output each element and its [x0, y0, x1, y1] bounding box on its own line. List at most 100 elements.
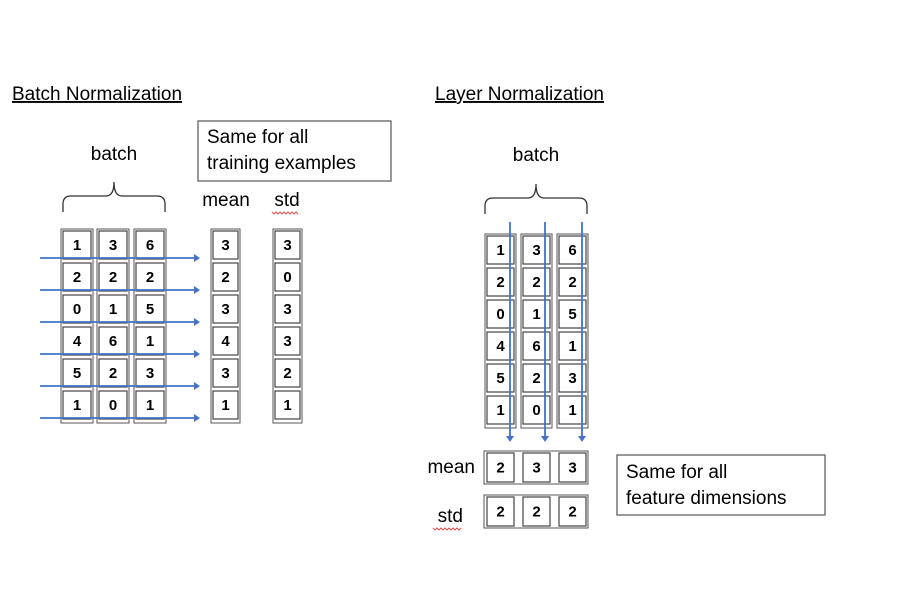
ln-std-cell-value: 2	[496, 504, 504, 521]
ln-std-label: std	[438, 506, 463, 527]
bn-row-arrows	[40, 254, 200, 422]
bn-matrix-cell-box	[98, 358, 128, 388]
ln-matrix-cell-value: 4	[496, 338, 505, 355]
ln-note-box	[616, 454, 826, 516]
bn-mean-cell-box	[212, 262, 239, 292]
bn-std-cell: 0	[274, 262, 301, 292]
bn-mean-cell-value: 3	[221, 301, 229, 318]
bn-std-cell: 2	[274, 358, 301, 388]
bn-batch-label: batch	[91, 144, 137, 165]
bn-matrix-cell: 2	[135, 262, 165, 292]
ln-mean-cell-value: 3	[568, 460, 576, 477]
bn-row-arrow	[40, 318, 200, 326]
ln-column-outline	[556, 233, 589, 429]
bn-matrix-cell-value: 5	[73, 365, 81, 382]
ln-brace	[484, 183, 588, 214]
ln-matrix-cell: 3	[522, 235, 551, 265]
bn-mean-label: mean	[202, 190, 250, 211]
bn-std-cell: 3	[274, 326, 301, 356]
ln-matrix-cell-value: 6	[532, 338, 540, 355]
bn-row-arrow	[40, 254, 200, 262]
ln-matrix-cell: 1	[522, 299, 551, 329]
bn-matrix-cell-value: 1	[73, 237, 81, 254]
ln-std-cell-box	[486, 496, 515, 527]
bn-matrix-cell: 2	[98, 358, 128, 388]
ln-std-outline	[483, 494, 589, 529]
bn-matrix-cell: 1	[135, 390, 165, 420]
bn-matrix-cell-value: 0	[73, 301, 81, 318]
bn-mean-cell: 1	[212, 390, 239, 420]
ln-matrix-cell-value: 1	[568, 338, 576, 355]
bn-matrix-cell-value: 2	[73, 269, 81, 286]
ln-matrix-cell-value: 3	[568, 370, 576, 387]
ln-std-cell-value: 2	[568, 504, 576, 521]
ln-std-cell: 2	[486, 496, 515, 527]
ln-column-arrow	[541, 222, 549, 442]
bn-matrix-cell-box	[135, 390, 165, 420]
ln-batch-label: batch	[513, 145, 559, 166]
layer-norm-title: Layer Normalization	[435, 84, 604, 105]
bn-matrix-cell-value: 1	[146, 333, 154, 350]
bn-row-arrow	[40, 382, 200, 390]
bn-matrix-cell-value: 6	[146, 237, 154, 254]
bn-std-spellcheck-squiggle	[271, 211, 299, 215]
bn-matrix-cell-box	[62, 358, 92, 388]
ln-column-outline	[484, 233, 517, 429]
bn-matrix-cell-box	[98, 294, 128, 324]
ln-note-line-2: feature dimensions	[626, 488, 787, 509]
bn-matrix-cell: 2	[98, 262, 128, 292]
bn-std-cell-box	[274, 294, 301, 324]
bn-column-outline	[60, 228, 94, 424]
bn-std-cell-box	[274, 390, 301, 420]
bn-mean-cell-value: 3	[221, 237, 229, 254]
ln-mean-cell-box	[558, 452, 587, 483]
bn-std-cell-box	[274, 262, 301, 292]
ln-column-arrows	[506, 222, 586, 442]
bn-std-cell-value: 2	[283, 365, 291, 382]
ln-matrix-cell-value: 0	[496, 306, 504, 323]
bn-column-outline	[96, 228, 130, 424]
bn-matrix-cell-box	[135, 262, 165, 292]
bn-matrix-cell-box	[62, 262, 92, 292]
ln-matrix-cell: 6	[522, 331, 551, 361]
ln-mean-cell-box	[522, 452, 551, 483]
ln-matrix-cell-value: 1	[532, 306, 540, 323]
bn-brace	[62, 181, 166, 212]
bn-matrix-cell-box	[62, 326, 92, 356]
bn-std-cell-box	[274, 230, 301, 260]
bn-matrix-cell: 5	[135, 294, 165, 324]
bn-mean-outline	[210, 228, 241, 424]
bn-matrix-cell-box	[98, 262, 128, 292]
bn-matrix-cell: 6	[98, 326, 128, 356]
bn-row-arrow	[40, 350, 200, 358]
bn-std-cell: 1	[274, 390, 301, 420]
bn-std-outline	[272, 228, 303, 424]
bn-std-cell-box	[274, 326, 301, 356]
bn-matrix-cell-box	[62, 390, 92, 420]
bn-matrix-cell-value: 0	[109, 397, 117, 414]
ln-matrix-cell-value: 2	[532, 370, 540, 387]
ln-std-cell: 2	[522, 496, 551, 527]
bn-matrix-cell: 1	[62, 390, 92, 420]
batch-norm-title: Batch Normalization	[12, 84, 182, 105]
bn-matrix-cell: 1	[135, 326, 165, 356]
ln-column-arrow	[578, 222, 586, 442]
ln-matrix-cell-value: 1	[496, 402, 504, 419]
bn-std-cell-value: 0	[283, 269, 291, 286]
bn-matrix-cell-value: 4	[73, 333, 82, 350]
bn-matrix-cell-value: 5	[146, 301, 154, 318]
bn-mean-cell-value: 2	[221, 269, 229, 286]
ln-matrix-cell-value: 1	[496, 242, 504, 259]
bn-matrix-cell-value: 2	[109, 269, 117, 286]
ln-matrix-cell: 2	[522, 363, 551, 393]
ln-std-cell: 2	[558, 496, 587, 527]
bn-matrix-cell: 4	[62, 326, 92, 356]
bn-mean-cell: 3	[212, 294, 239, 324]
bn-mean-cell-value: 1	[221, 397, 229, 414]
ln-matrix-cell-value: 2	[568, 274, 576, 291]
bn-note-line-1: Same for all	[207, 127, 308, 148]
ln-matrix-cell-value: 1	[568, 402, 576, 419]
